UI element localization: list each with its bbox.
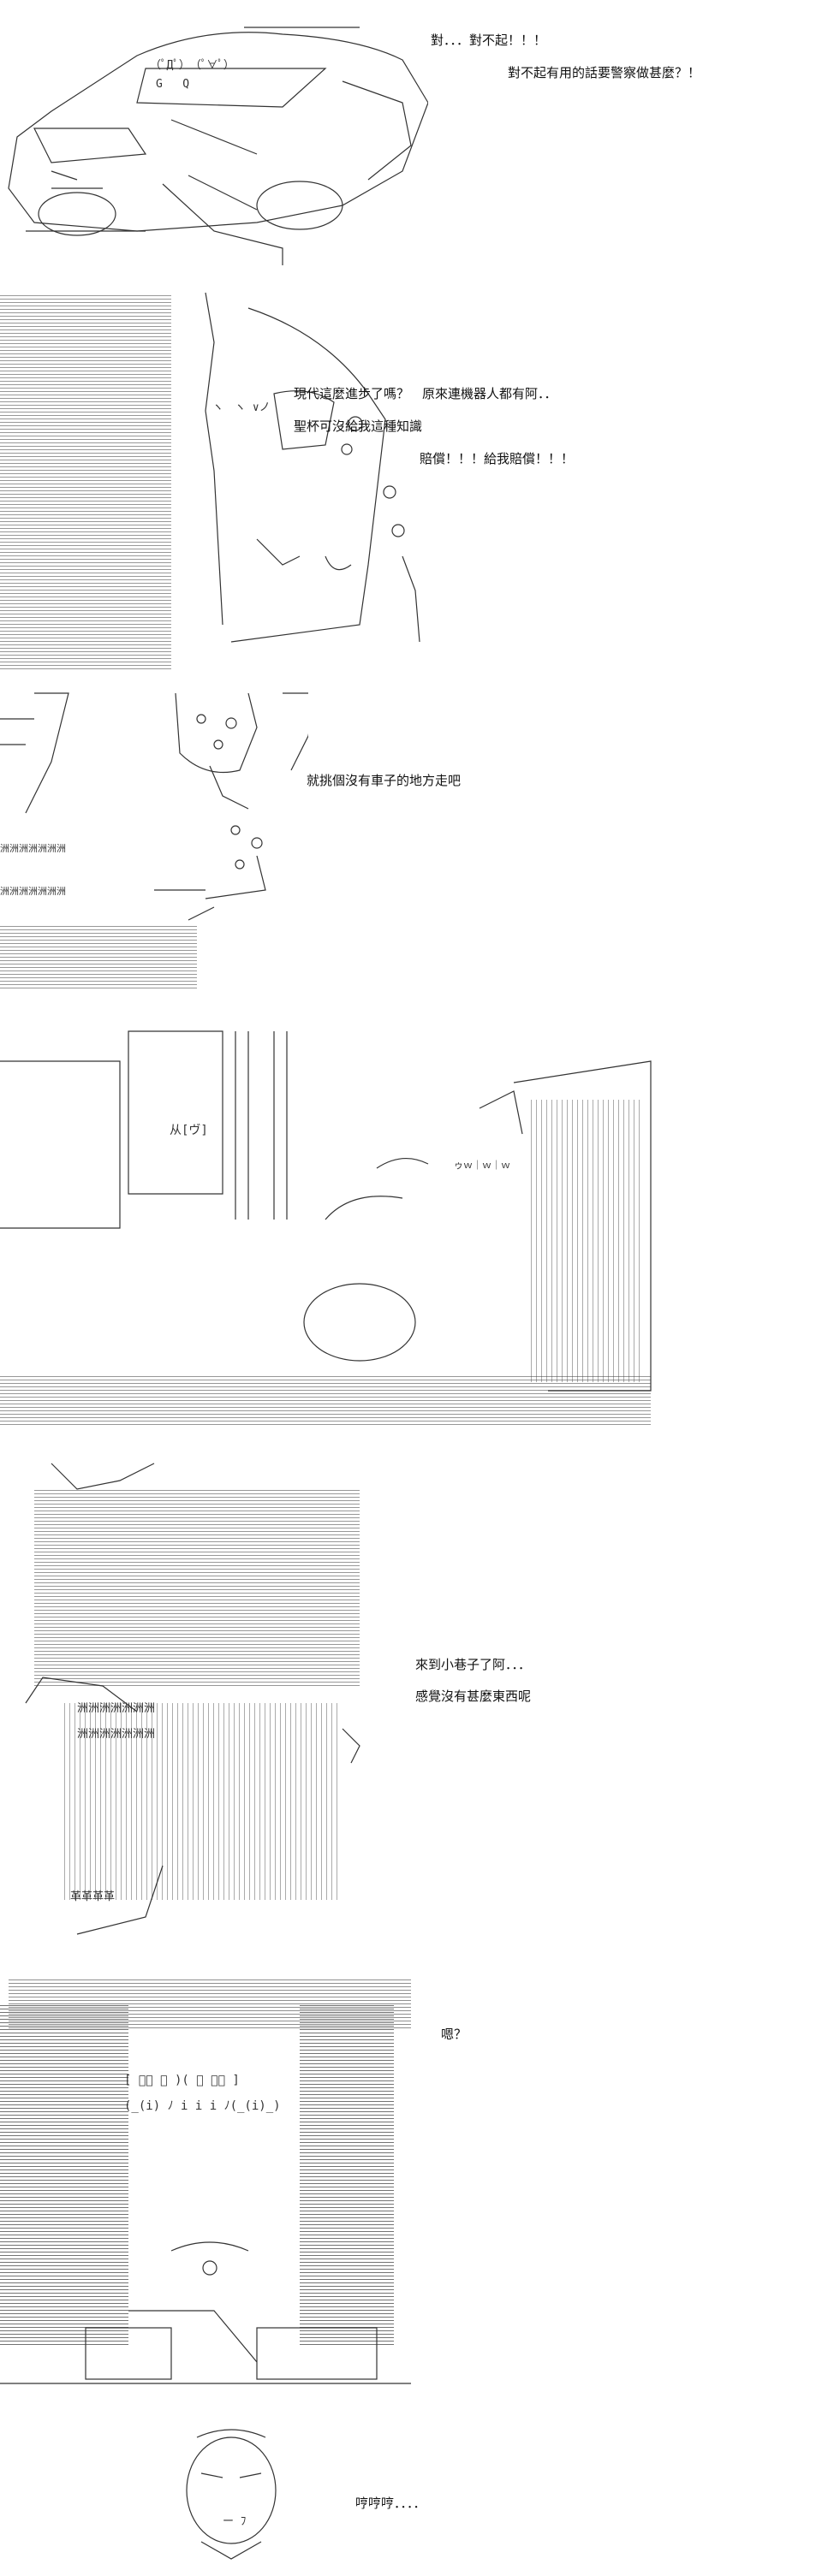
- panel-5-alley: 洲洲洲洲洲洲洲 洲洲洲洲洲洲洲 革革革革 來到小巷子了阿．．． 感覺沒有甚麼東西…: [0, 1455, 828, 1951]
- panel-3-leave: 洲洲洲洲洲洲洲 洲洲洲洲洲洲洲 就挑個沒有車子的地方走吧: [0, 685, 828, 993]
- body-shading: [64, 1703, 338, 1900]
- panel-2-robot: ヽ ヽ ∨ノ 現代這麼進步了嗎？ 原來連機器人都有阿．． 聖杯可沒給我這種知識 …: [0, 282, 828, 676]
- dialogue-heh: 哼哼哼．．．．: [355, 2496, 426, 2511]
- shield-emblem: 革革革革: [70, 1890, 116, 1903]
- kanji-hatching-2: 洲洲洲洲洲洲洲: [0, 886, 66, 897]
- small-face-illustration: [186, 2429, 277, 2560]
- dialogue-compensation: 賠償！！！給我賠償！！！: [420, 451, 575, 466]
- striped-wall-left: [0, 293, 171, 669]
- dark-shadow-left: [0, 2003, 128, 2345]
- character-outline: [25, 1463, 360, 1935]
- car-face: （ﾟДﾟ） （ﾟ∀ﾟ）: [150, 59, 235, 72]
- dialogue-huh: 嗯？: [441, 2027, 468, 2042]
- car-illustration: [8, 27, 428, 265]
- panel-7-chuckle: ー ﾌ 哼哼哼．．．．: [0, 2422, 828, 2576]
- door-sign: ゥｗ｜ｗ｜ｗ: [454, 1160, 510, 1171]
- panel-4-street: 从[ヴ] ゥｗ｜ｗ｜ｗ: [0, 1014, 828, 1433]
- panel-6-shadow: [ ﾟ＞ ・ )( ・ ＜ﾟ ] (_(i) ﾉ i i i ﾉ(_(i)_) …: [0, 1960, 828, 2405]
- road-surface: [0, 1374, 651, 1425]
- building-right: [531, 1100, 642, 1382]
- robot-illustration: [205, 292, 420, 643]
- dialogue-no-cars: 就挑個沒有車子的地方走吧: [307, 773, 462, 788]
- dialogue-sorry: 對．．．對不起！！！: [431, 33, 547, 48]
- ground-shading: [0, 924, 197, 988]
- hair-shading: [34, 1489, 360, 1686]
- dialogue-nothing-here: 感覺沒有甚麼東西呢: [415, 1689, 532, 1704]
- shadow-face-outline: [0, 2241, 411, 2384]
- shop-sign: 从[ヴ]: [170, 1124, 208, 1137]
- dialogue-alley: 來到小巷子了阿．．．: [415, 1657, 532, 1672]
- dialogue-police: 對不起有用的話要警察做甚麼？！: [508, 65, 701, 80]
- dark-shadow-top: [9, 1977, 411, 2028]
- dialogue-grail: 聖杯可沒給我這種知識: [294, 418, 423, 434]
- small-face-mouth: ー ﾌ: [223, 2515, 247, 2528]
- dark-shadow-right: [300, 2003, 394, 2345]
- car-face-eyes: G Q: [156, 78, 190, 91]
- shadow-face-eyes: [ ﾟ＞ ・ )( ・ ＜ﾟ ]: [124, 2074, 240, 2087]
- kanji-hatching-1: 洲洲洲洲洲洲洲: [0, 843, 66, 854]
- figures-illustration: [0, 692, 308, 921]
- panel-1-car: （ﾟДﾟ） （ﾟ∀ﾟ） G Q 對．．．對不起！！！ 對不起有用的話要警察做甚麼…: [0, 0, 828, 274]
- shadow-face-mouth: (_(i) ﾉ i i i ﾉ(_(i)_): [124, 2099, 281, 2113]
- dialogue-modern: 現代這麼進步了嗎？ 原來連機器人都有阿．．: [294, 386, 557, 401]
- kanji-hatching-4: 洲洲洲洲洲洲洲: [77, 1728, 156, 1741]
- robot-face: ヽ ヽ ∨ノ: [212, 401, 271, 414]
- kanji-hatching-3: 洲洲洲洲洲洲洲: [77, 1702, 156, 1715]
- street-illustration: [0, 1030, 652, 1392]
